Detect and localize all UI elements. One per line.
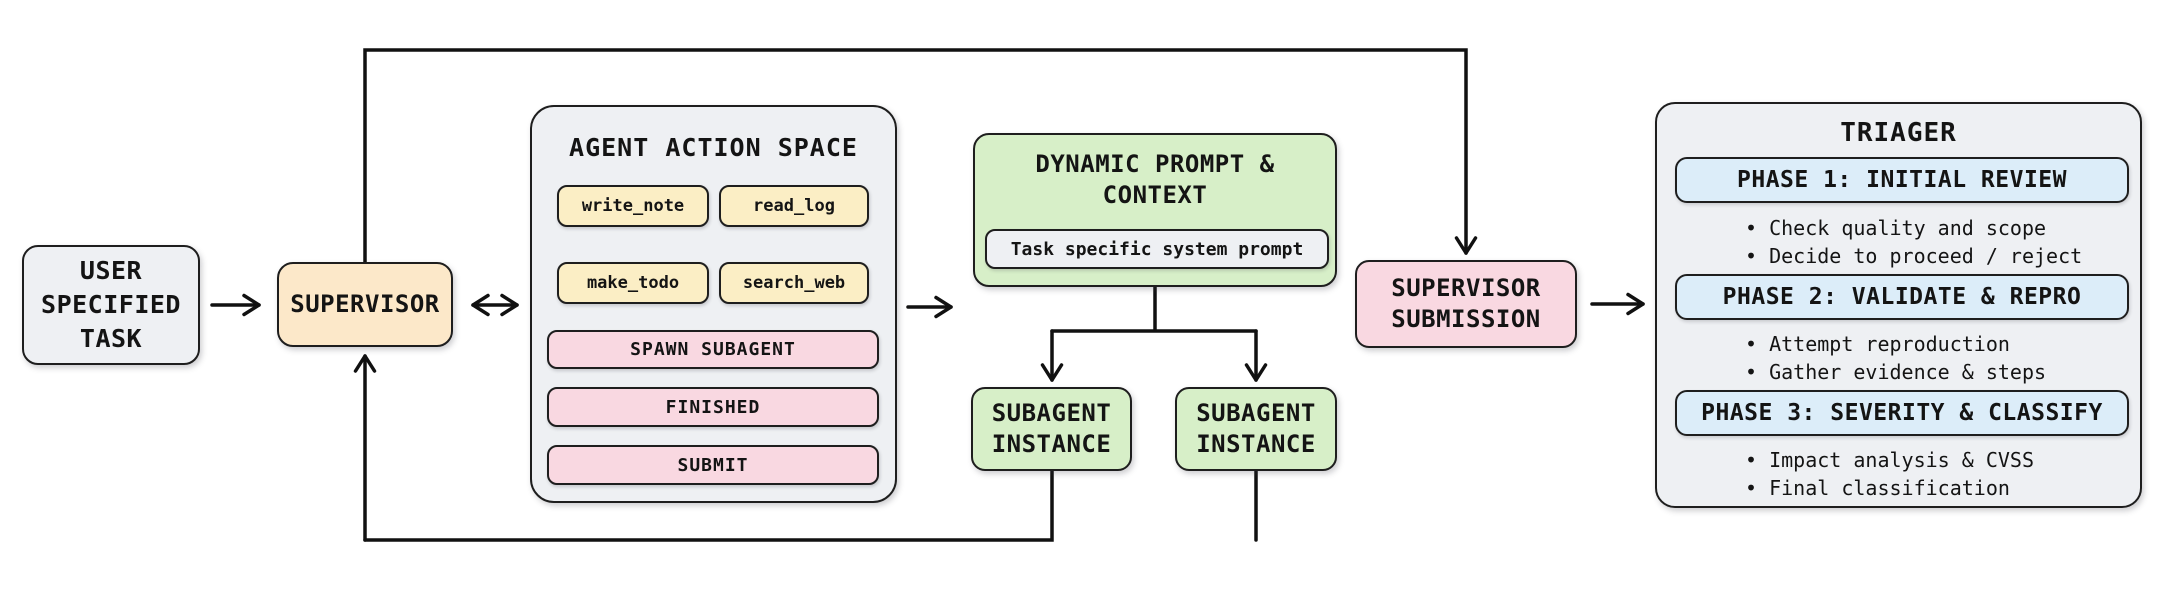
subagent-label-line: SUBAGENT <box>991 399 1112 427</box>
user-task-label-line: TASK <box>79 324 143 353</box>
subagent-instance-right-node: SUBAGENT INSTANCE <box>1175 387 1337 471</box>
write-note-button: write_note <box>557 185 709 227</box>
wire-subagents-return <box>363 469 1258 542</box>
submission-label-line: SUPERVISOR <box>1391 274 1541 302</box>
user-task-label-line: SPECIFIED <box>41 290 181 319</box>
phase-2-bullets: Attempt reproduction Gather evidence & s… <box>1745 330 2046 386</box>
wire-prompt-split <box>1050 285 1258 333</box>
supervisor-submission-node: SUPERVISOR SUBMISSION <box>1355 260 1577 348</box>
dynamic-prompt-title-line: DYNAMIC PROMPT & <box>1035 150 1275 178</box>
subagent-instance-left-node: SUBAGENT INSTANCE <box>971 387 1132 471</box>
bullet-item: Decide to proceed / reject <box>1745 242 2082 270</box>
wire-supervisor-to-submission <box>363 48 1478 264</box>
bullet-item: Impact analysis & CVSS <box>1745 446 2034 474</box>
dynamic-prompt-title-line: CONTEXT <box>1102 181 1208 209</box>
task-specific-system-prompt-chip: Task specific system prompt <box>985 229 1329 269</box>
supervisor-label: SUPERVISOR <box>290 290 440 318</box>
bullet-item: Final classification <box>1745 474 2034 502</box>
spawn-subagent-button: SPAWN SUBAGENT <box>547 330 879 369</box>
user-specified-task-node: USER SPECIFIED TASK <box>22 245 200 365</box>
triager-title: TRIAGER <box>1840 118 1957 148</box>
supervisor-node: SUPERVISOR <box>277 262 453 347</box>
finished-button: FINISHED <box>547 387 879 427</box>
triager-panel: TRIAGER PHASE 1: INITIAL REVIEW Check qu… <box>1655 102 2142 508</box>
read-log-button: read_log <box>719 185 869 227</box>
phase-2-header: PHASE 2: VALIDATE & REPRO <box>1675 274 2129 320</box>
subagent-label-line: SUBAGENT <box>1196 399 1316 427</box>
submit-button: SUBMIT <box>547 445 879 485</box>
phase-1-bullets: Check quality and scope Decide to procee… <box>1745 214 2082 270</box>
search-web-button: search_web <box>719 262 869 304</box>
phase-1-header: PHASE 1: INITIAL REVIEW <box>1675 157 2129 203</box>
bullet-item: Attempt reproduction <box>1745 330 2046 358</box>
phase-3-header: PHASE 3: SEVERITY & CLASSIFY <box>1675 390 2129 436</box>
phase-3-bullets: Impact analysis & CVSS Final classificat… <box>1745 446 2034 502</box>
submission-label-line: SUBMISSION <box>1391 305 1541 333</box>
dynamic-prompt-context-node: DYNAMIC PROMPT & CONTEXT Task specific s… <box>973 133 1337 287</box>
make-todo-button: make_todo <box>557 262 709 304</box>
subagent-label-line: INSTANCE <box>991 430 1112 458</box>
agent-action-space-panel: AGENT ACTION SPACE write_note read_log m… <box>530 105 897 503</box>
bullet-item: Gather evidence & steps <box>1745 358 2046 386</box>
user-task-label-line: USER <box>79 256 143 285</box>
agent-action-space-title: AGENT ACTION SPACE <box>569 133 858 162</box>
bullet-item: Check quality and scope <box>1745 214 2082 242</box>
subagent-label-line: INSTANCE <box>1196 430 1316 458</box>
